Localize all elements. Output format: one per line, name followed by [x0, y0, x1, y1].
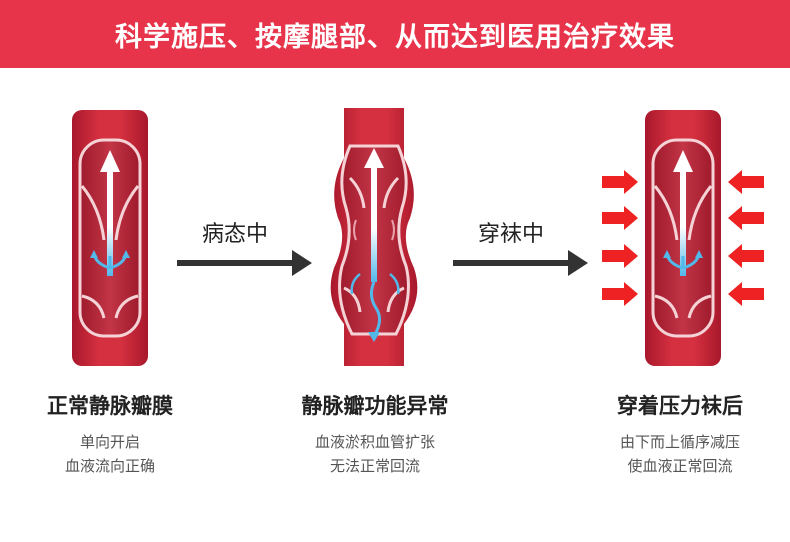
stage-desc-compression-1: 由下而上循序减压 [619, 433, 740, 451]
stage-desc-normal-2: 血液流向正确 [64, 457, 155, 475]
normal-vein-icon [72, 110, 148, 366]
pressure-arrows-right-icon [728, 170, 764, 306]
stage-desc-abnormal-2: 无法正常回流 [329, 457, 420, 475]
dilated-vein-icon [330, 108, 418, 366]
step-arrow-2 [453, 250, 588, 276]
stage-desc-abnormal-1: 血液淤积血管扩张 [314, 433, 435, 451]
vein-valve-diagram: 病态中 穿袜中 正常静脉瓣膜 单向开启 血液流向正确 静脉瓣功能异常 血液淤积血… [0, 68, 790, 542]
stage-desc-normal-1: 单向开启 [79, 433, 140, 451]
stage-desc-compression-2: 使血液正常回流 [627, 457, 733, 475]
step-label-diseased: 病态中 [201, 222, 268, 247]
diagram-illustration [72, 108, 764, 366]
step-arrow-1 [177, 250, 312, 276]
stage-title-abnormal: 静脉瓣功能异常 [301, 394, 449, 418]
step-label-wearing: 穿袜中 [477, 222, 544, 247]
compressed-vein-icon [645, 110, 721, 366]
stage-title-normal: 正常静脉瓣膜 [47, 394, 173, 418]
banner-title: 科学施压、按摩腿部、从而达到医用治疗效果 [115, 21, 675, 53]
stage-title-compression: 穿着压力袜后 [617, 394, 743, 418]
pressure-arrows-left-icon [602, 170, 638, 306]
header-banner: 科学施压、按摩腿部、从而达到医用治疗效果 [0, 0, 790, 68]
